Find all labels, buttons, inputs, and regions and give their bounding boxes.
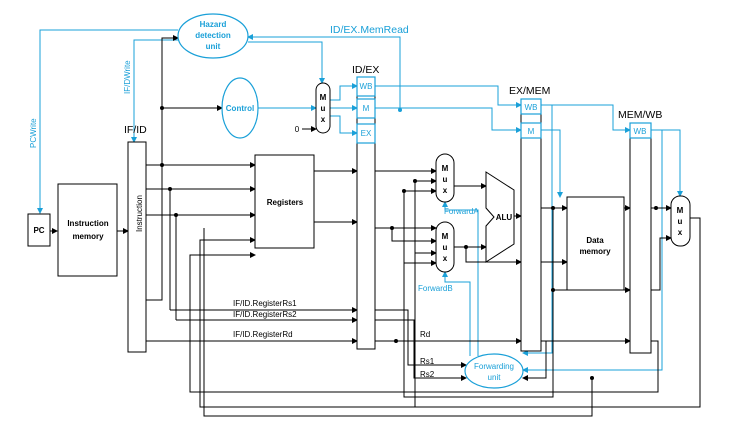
alu-mux-a: M u x	[435, 153, 455, 203]
mem-wb-label: MEM/WB	[618, 109, 662, 121]
mux-letter: x	[678, 228, 683, 237]
instruction-memory: Instruction memory	[57, 183, 118, 277]
hazard-label-1: Hazard	[200, 20, 227, 29]
if-id-rs2-label: IF/ID.RegisterRs2	[233, 310, 297, 319]
mem-wb-wb-field: WB	[634, 127, 647, 136]
forwarding-label-2: unit	[488, 373, 502, 382]
id-ex-ex-field: EX	[361, 129, 372, 138]
pc-register: PC	[27, 213, 51, 247]
if-id-register: IF/ID Instruction	[124, 124, 147, 353]
control-unit: Control	[221, 77, 259, 139]
instruction-vertical-label: Instruction	[135, 195, 144, 232]
ex-mem-m-field: M	[528, 127, 535, 136]
id-ex-label: ID/EX	[352, 64, 379, 76]
forward-a-label: ForwardA	[444, 207, 479, 216]
data-memory-label-2: memory	[579, 247, 611, 256]
rd-label: Rd	[420, 330, 430, 339]
mux-letter: u	[321, 104, 326, 113]
mux-letter: u	[443, 243, 448, 252]
data-memory: Data memory	[566, 196, 625, 291]
mux-letter: u	[443, 175, 448, 184]
id-ex-memread-label: ID/EX.MemRead	[330, 24, 409, 36]
rs2-label: Rs2	[420, 370, 435, 379]
forward-b-label: ForwardB	[418, 284, 453, 293]
mux-letter: x	[321, 115, 326, 124]
pcwrite-label: PCWrite	[29, 118, 38, 148]
pc-label: PC	[33, 226, 44, 235]
hazard-label-2: detection	[195, 31, 231, 40]
zero-input-label: 0	[295, 125, 300, 134]
instruction-memory-label-2: memory	[72, 232, 104, 241]
mem-wb-register: WB MEM/WB	[618, 109, 662, 354]
if-id-label: IF/ID	[124, 124, 147, 136]
if-id-rd-label: IF/ID.RegisterRd	[233, 330, 293, 339]
registers-label: Registers	[267, 198, 304, 207]
if-d-write-label: IF/DWrite	[123, 60, 132, 94]
mux-letter: M	[442, 164, 449, 173]
ex-mem-wb-field: WB	[525, 103, 538, 112]
mux-letter: M	[442, 232, 449, 241]
rs1-label: Rs1	[420, 357, 435, 366]
id-ex-m-field: M	[363, 104, 370, 113]
alu-mux-b: M u x	[435, 221, 455, 273]
control-mux: M u x 0	[295, 82, 331, 134]
hazard-label-3: unit	[206, 42, 221, 51]
if-id-rs1-label: IF/ID.RegisterRs1	[233, 299, 297, 308]
forwarding-label-1: Forwarding	[474, 362, 514, 371]
mux-letter: M	[677, 206, 684, 215]
ex-mem-label: EX/MEM	[509, 85, 550, 97]
ex-mem-register: WB M EX/MEM	[509, 85, 550, 352]
control-wires	[37, 29, 683, 373]
id-ex-wb-field: WB	[360, 82, 373, 91]
forwarding-unit: Forwarding unit	[464, 353, 524, 389]
mux-letter: M	[320, 93, 327, 102]
register-file: Registers	[254, 154, 315, 249]
data-memory-label-1: Data	[586, 236, 604, 245]
instruction-memory-label-1: Instruction	[67, 219, 108, 228]
writeback-mux: M u x	[670, 195, 691, 247]
mux-letter: x	[443, 254, 448, 263]
alu-label: ALU	[496, 213, 513, 222]
control-label: Control	[226, 104, 254, 113]
signal-labels: PCWrite IF/DWrite ID/EX.MemRead ForwardA…	[29, 24, 479, 379]
id-ex-register: WB M EX ID/EX	[352, 64, 379, 350]
mux-letter: u	[678, 217, 683, 226]
alu: ALU	[485, 171, 515, 263]
mux-letter: x	[443, 186, 448, 195]
hazard-detection-unit: Hazard detection unit	[177, 13, 249, 59]
data-wires	[50, 35, 701, 417]
